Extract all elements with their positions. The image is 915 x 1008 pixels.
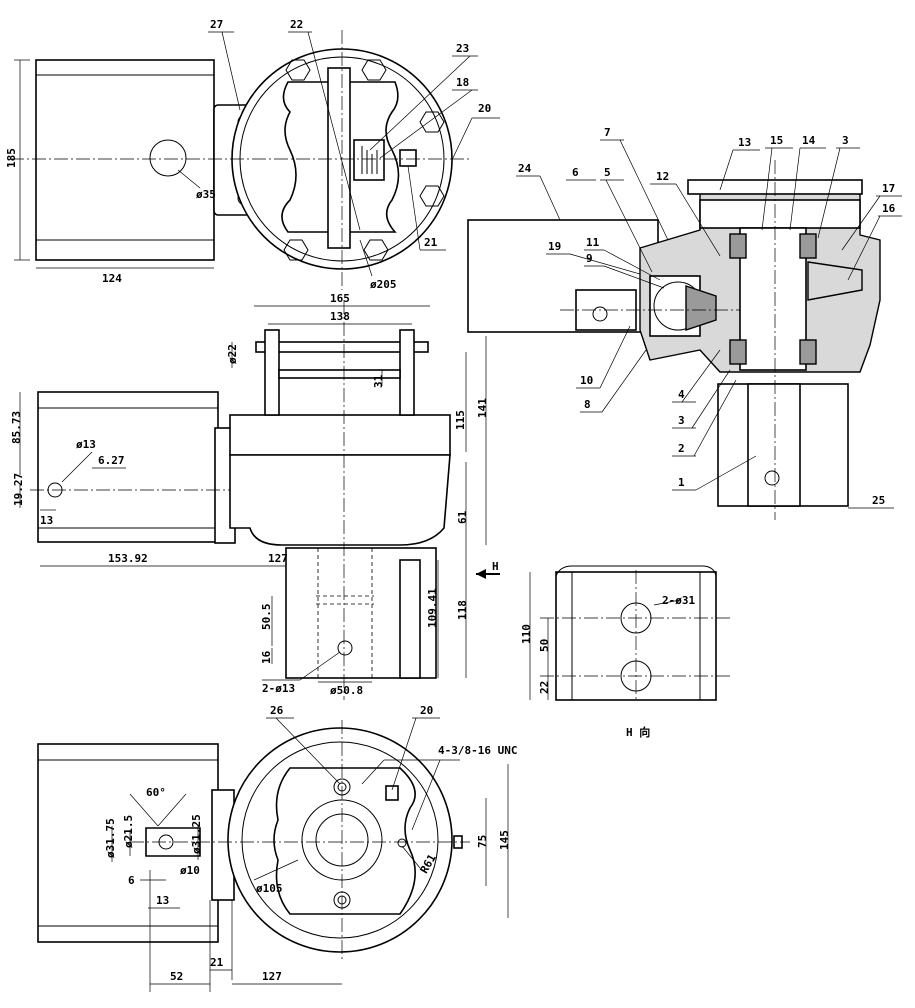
callout-8: 8 (584, 398, 591, 411)
callout-11: 11 (586, 236, 600, 249)
dim-138: 138 (330, 310, 350, 323)
callout-5: 5 (604, 166, 611, 179)
dim-21: 21 (210, 956, 224, 969)
callout-1: 1 (678, 476, 685, 489)
dim-2x13: 2-ø13 (262, 682, 295, 695)
callout-25: 25 (872, 494, 885, 507)
top-view: 185 124 ø35 ø205 27 22 23 18 20 21 (5, 18, 500, 291)
dim-60deg: 60° (146, 786, 166, 799)
dim-hole-13: ø13 (76, 438, 96, 451)
dim-10: ø10 (180, 864, 200, 877)
callout-2: 2 (678, 442, 685, 455)
callout-18: 18 (456, 76, 469, 89)
callout-10: 10 (580, 374, 593, 387)
dim-16: 16 (260, 650, 273, 664)
indicator-20 (399, 149, 417, 167)
callout-21: 21 (424, 236, 438, 249)
dim-118: 118 (456, 600, 469, 620)
dim-19-27: 19.27 (12, 473, 25, 506)
dim-52: 52 (170, 970, 183, 983)
dim-31: 31 (372, 374, 385, 388)
top-cap (699, 199, 861, 229)
dim-124: 124 (102, 272, 122, 285)
dim-61: 61 (456, 510, 469, 524)
arrow-h-label: H (492, 560, 499, 573)
callout-6: 6 (572, 166, 579, 179)
dim-31-25: ø31.25 (190, 814, 203, 854)
dim-21-5: ø21.5 (122, 815, 135, 848)
callout-23: 23 (456, 42, 469, 55)
callout-4: 4 (678, 388, 685, 401)
dim-31-75: ø31.75 (104, 818, 117, 858)
dim-22-h: 22 (538, 681, 551, 694)
dim-109-41: 109.41 (426, 588, 439, 628)
callout-3a: 3 (842, 134, 849, 147)
dim-110: 110 (520, 624, 533, 644)
dim-205: ø205 (370, 278, 397, 291)
hole-35 (149, 139, 187, 177)
housing-top (229, 414, 451, 456)
callout-20: 20 (478, 102, 491, 115)
dim-153-92: 153.92 (108, 552, 148, 565)
dim-50-h: 50 (538, 639, 551, 652)
callout-15: 15 (770, 134, 783, 147)
shaft-key (327, 67, 351, 249)
dim-6-27: 6.27 (98, 454, 125, 467)
dim-127-front: 127 (268, 552, 288, 565)
callout-12: 12 (656, 170, 669, 183)
dim-185: 185 (5, 148, 18, 168)
dim-50-8: ø50.8 (330, 684, 363, 697)
callout-22: 22 (290, 18, 303, 31)
flange-bolts (283, 59, 445, 261)
dim-d22: ø22 (226, 344, 239, 364)
callout-3b: 3 (678, 414, 685, 427)
callout-24: 24 (518, 162, 532, 175)
dim-115: 115 (454, 410, 467, 430)
view-label-h: H 向 (626, 725, 650, 739)
dim-6: 6 (128, 874, 135, 887)
callout-16: 16 (882, 202, 896, 215)
callout-17: 17 (882, 182, 895, 195)
dim-165: 165 (330, 292, 350, 305)
dim-2x31: 2-ø31 (662, 594, 695, 607)
h-view: 2-ø31 110 50 22 H 向 (520, 565, 730, 739)
dim-127-bottom: 127 (262, 970, 282, 983)
bottom-view: 60° ø31.75 ø21.5 ø31.25 ø10 6 13 ø105 R6… (37, 704, 517, 992)
bottom-yoke (273, 767, 416, 915)
dim-thread: 4-3/8-16 UNC (438, 744, 517, 757)
dim-141: 141 (476, 398, 489, 418)
callout-20-bottom: 20 (420, 704, 433, 717)
dim-75: 75 (476, 835, 489, 848)
dim-50-5: 50.5 (260, 604, 273, 631)
callout-9: 9 (586, 252, 593, 265)
callout-27: 27 (210, 18, 223, 31)
callout-19: 19 (548, 240, 561, 253)
dim-13: 13 (40, 514, 53, 527)
callout-26: 26 (270, 704, 284, 717)
dim-105: ø105 (256, 882, 283, 895)
front-view: 165 138 ø22 31 115 141 85.73 ø13 6.27 19… (10, 292, 500, 700)
dim-145: 145 (498, 830, 511, 850)
dim-35: ø35 (196, 188, 216, 201)
main-shaft (739, 227, 807, 371)
side-box (37, 391, 219, 543)
section-view: 13 15 14 3 7 12 17 6 5 16 24 19 11 9 10 … (467, 126, 902, 520)
dim-13-bottom: 13 (156, 894, 169, 907)
callout-7: 7 (604, 126, 611, 139)
label-plate (353, 139, 385, 181)
callout-14: 14 (802, 134, 816, 147)
callout-13: 13 (738, 136, 751, 149)
dim-85-73: 85.73 (10, 411, 23, 444)
